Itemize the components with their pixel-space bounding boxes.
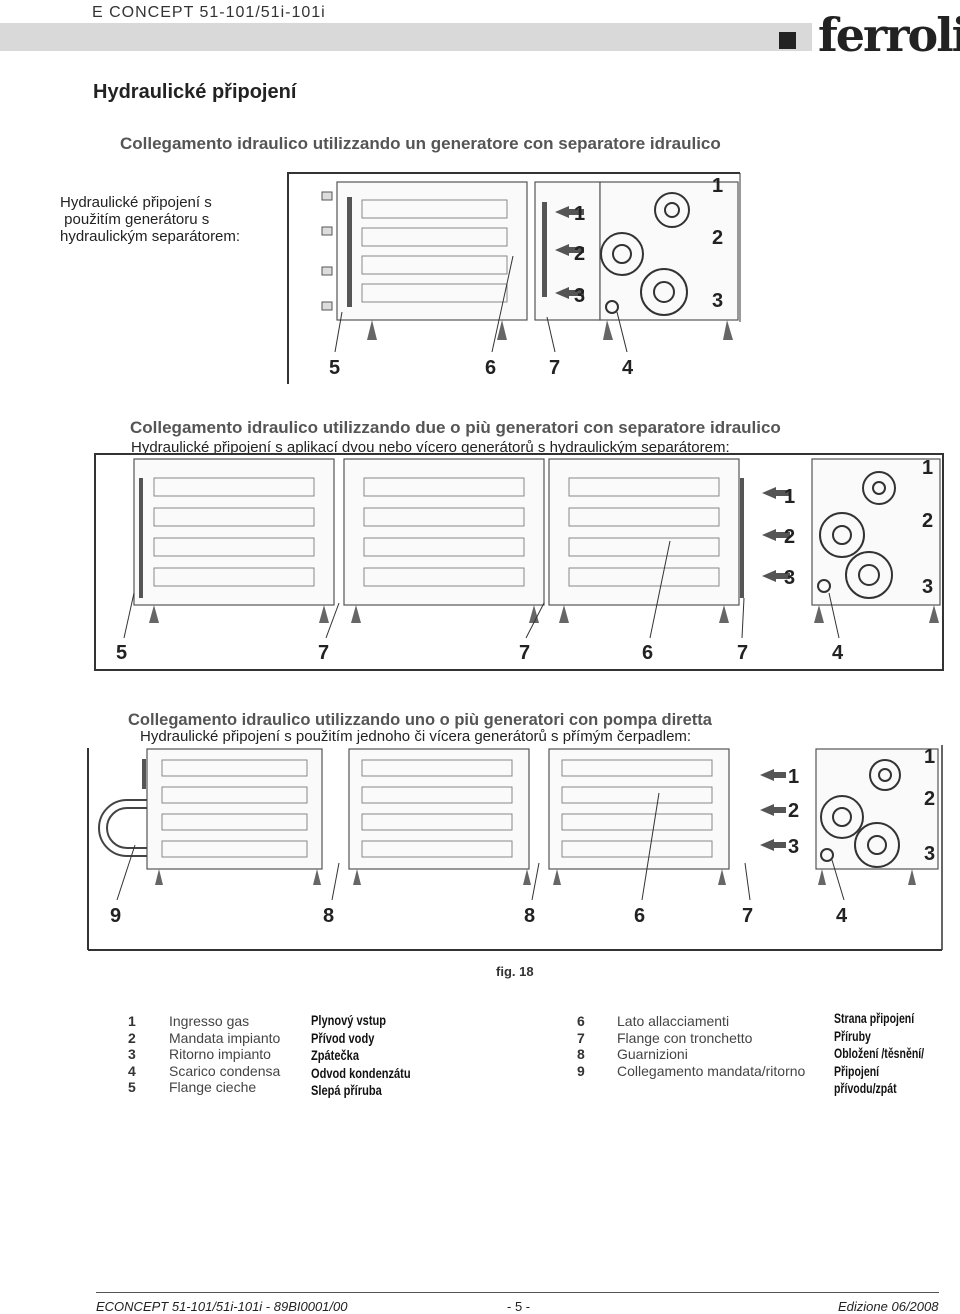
svg-text:5: 5	[116, 642, 127, 664]
svg-text:6: 6	[485, 357, 496, 379]
svg-text:3: 3	[922, 576, 933, 598]
legend-left-numbers: 1 2 3 4 5	[128, 1013, 136, 1095]
svg-text:1: 1	[574, 203, 585, 225]
svg-text:7: 7	[549, 357, 560, 379]
svg-text:2: 2	[788, 800, 799, 822]
svg-text:8: 8	[323, 905, 334, 927]
legend-left-it: Ingresso gas Mandata impianto Ritorno im…	[169, 1013, 281, 1095]
svg-text:1: 1	[712, 175, 723, 197]
svg-text:3: 3	[574, 285, 585, 307]
svg-text:3: 3	[784, 567, 795, 589]
section-2-title-it: Collegamento idraulico utilizzando due o…	[130, 418, 781, 437]
svg-text:4: 4	[832, 642, 844, 664]
svg-text:8: 8	[524, 905, 535, 927]
svg-text:7: 7	[318, 642, 329, 664]
page-title: Hydraulické připojení	[93, 81, 297, 103]
footer-page-number: - 5 -	[507, 1299, 531, 1314]
svg-text:3: 3	[788, 836, 799, 858]
svg-text:7: 7	[742, 905, 753, 927]
header-bar	[0, 23, 812, 51]
brand-logo: ferroli	[818, 8, 960, 62]
section-1-title-it: Collegamento idraulico utilizzando un ge…	[120, 134, 721, 153]
legend-right-it: Lato allacciamenti Flange con tronchetto…	[617, 1013, 806, 1079]
svg-text:6: 6	[634, 905, 645, 927]
legend-right-numbers: 6 7 8 9	[577, 1013, 585, 1079]
svg-text:2: 2	[784, 526, 795, 548]
diagram-3-labels: 1 2 3 1 2 3 9 8 8 6 7 4	[110, 746, 935, 927]
svg-text:3: 3	[924, 843, 935, 865]
svg-text:1: 1	[924, 746, 935, 768]
svg-text:6: 6	[642, 642, 653, 664]
diagram-2-labels: 1 2 3 1 2 3 5 7 7 6 7 4	[116, 457, 933, 664]
footer-divider	[96, 1292, 939, 1293]
footer-document-code: ECONCEPT 51-101/51i-101i - 89BI0001/00	[96, 1299, 348, 1314]
svg-text:2: 2	[924, 788, 935, 810]
footer-edition: Edizione 06/2008	[838, 1299, 939, 1314]
section-3-title-it: Collegamento idraulico utilizzando uno o…	[128, 711, 712, 729]
svg-text:3: 3	[712, 290, 723, 312]
svg-text:2: 2	[922, 510, 933, 532]
section-3-title-cz: Hydraulické připojení s použitím jednoho…	[140, 728, 692, 745]
header-square-mark	[779, 32, 796, 49]
svg-text:2: 2	[712, 227, 723, 249]
figure-label: fig. 18	[496, 964, 534, 979]
diagram-single-generator: 1 2 3 1 2 3 5 6 7 4	[287, 172, 741, 384]
svg-text:2: 2	[574, 243, 585, 265]
svg-text:4: 4	[622, 357, 634, 379]
svg-text:1: 1	[788, 766, 799, 788]
diagram-direct-pump: 1 2 3 1 2 3 9 8 8 6 7 4	[87, 745, 943, 951]
svg-text:9: 9	[110, 905, 121, 927]
section-2-title-cz: Hydraulické připojení s aplikací dvou ne…	[131, 439, 730, 456]
svg-text:7: 7	[737, 642, 748, 664]
legend-right-cz: Strana připojení Příruby Obložení /těsně…	[834, 1011, 925, 1097]
diagram-1-labels: 1 2 3 1 2 3 5 6 7 4	[329, 175, 723, 379]
document-title: E CONCEPT 51-101/51i-101i	[92, 4, 326, 21]
svg-text:5: 5	[329, 357, 340, 379]
legend-left-cz: Plynový vstup Přívod vody Zpátečka Odvod…	[311, 1013, 411, 1099]
svg-text:1: 1	[784, 486, 795, 508]
svg-text:7: 7	[519, 642, 530, 664]
diagram-multiple-generators-separator: 1 2 3 1 2 3 5 7 7 6 7 4	[94, 453, 944, 671]
svg-text:4: 4	[836, 905, 848, 927]
svg-text:1: 1	[922, 457, 933, 479]
section-1-title-cz: Hydraulické připojení s použitím generát…	[60, 194, 241, 245]
